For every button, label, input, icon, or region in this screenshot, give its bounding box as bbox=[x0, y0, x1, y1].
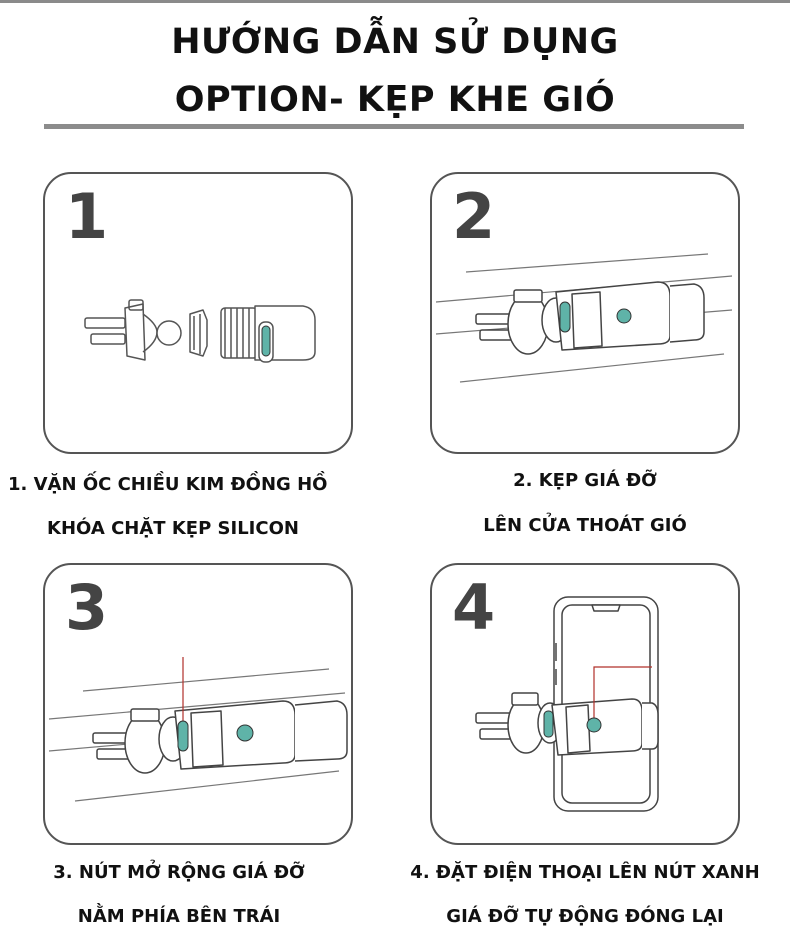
step-3-panel: 3 bbox=[43, 563, 353, 845]
step-4-teal-button-center bbox=[586, 717, 602, 733]
step-2-caption-line-2: LÊN CỬA THOÁT GIÓ bbox=[483, 515, 687, 536]
top-rule bbox=[0, 0, 790, 3]
step-2-teal-button-center bbox=[616, 308, 632, 324]
step-4-caption-line-2: GIÁ ĐỠ TỰ ĐỘNG ĐÓNG LẠI bbox=[446, 906, 724, 927]
step-4-teal-button-side bbox=[543, 710, 554, 738]
step-2-caption-line-1: 2. KẸP GIÁ ĐỠ bbox=[513, 470, 657, 491]
step-4-pointer-line bbox=[593, 666, 652, 719]
step-1-illustration bbox=[84, 299, 316, 363]
step-4-caption-line-1: 4. ĐẶT ĐIỆN THOẠI LÊN NÚT XANH bbox=[410, 862, 760, 883]
step-3-teal-button-center bbox=[236, 724, 254, 742]
step-1-caption-line-1: 1. VẶN ỐC CHIỀU KIM ĐỒNG HỒ bbox=[8, 474, 328, 495]
step-3-caption-line-1: 3. NÚT MỞ RỘNG GIÁ ĐỠ bbox=[53, 862, 305, 883]
step-3-expand-button bbox=[177, 720, 189, 752]
step-4-number: 4 bbox=[452, 571, 496, 644]
step-2-teal-button-side bbox=[559, 301, 571, 333]
step-4-panel: 4 bbox=[430, 563, 740, 845]
step-3-caption-line-2: NẰM PHÍA BÊN TRÁI bbox=[77, 906, 281, 927]
step-1-number: 1 bbox=[65, 180, 109, 253]
step-2-illustration bbox=[435, 253, 733, 383]
step-3-number: 3 bbox=[65, 571, 109, 644]
step-1-caption-line-2: KHÓA CHẶT KẸP SILICON bbox=[47, 518, 299, 539]
page-title-line-1: HƯỚNG DẪN SỬ DỤNG bbox=[171, 22, 619, 62]
step-1-silicon-button bbox=[261, 325, 271, 357]
step-4-illustration bbox=[475, 596, 659, 812]
title-underline bbox=[44, 124, 744, 129]
page-title-line-2: OPTION- KẸP KHE GIÓ bbox=[174, 80, 616, 120]
step-3-illustration bbox=[48, 657, 348, 802]
step-2-number: 2 bbox=[452, 180, 496, 253]
step-2-panel: 2 bbox=[430, 172, 740, 454]
step-1-panel: 1 bbox=[43, 172, 353, 454]
